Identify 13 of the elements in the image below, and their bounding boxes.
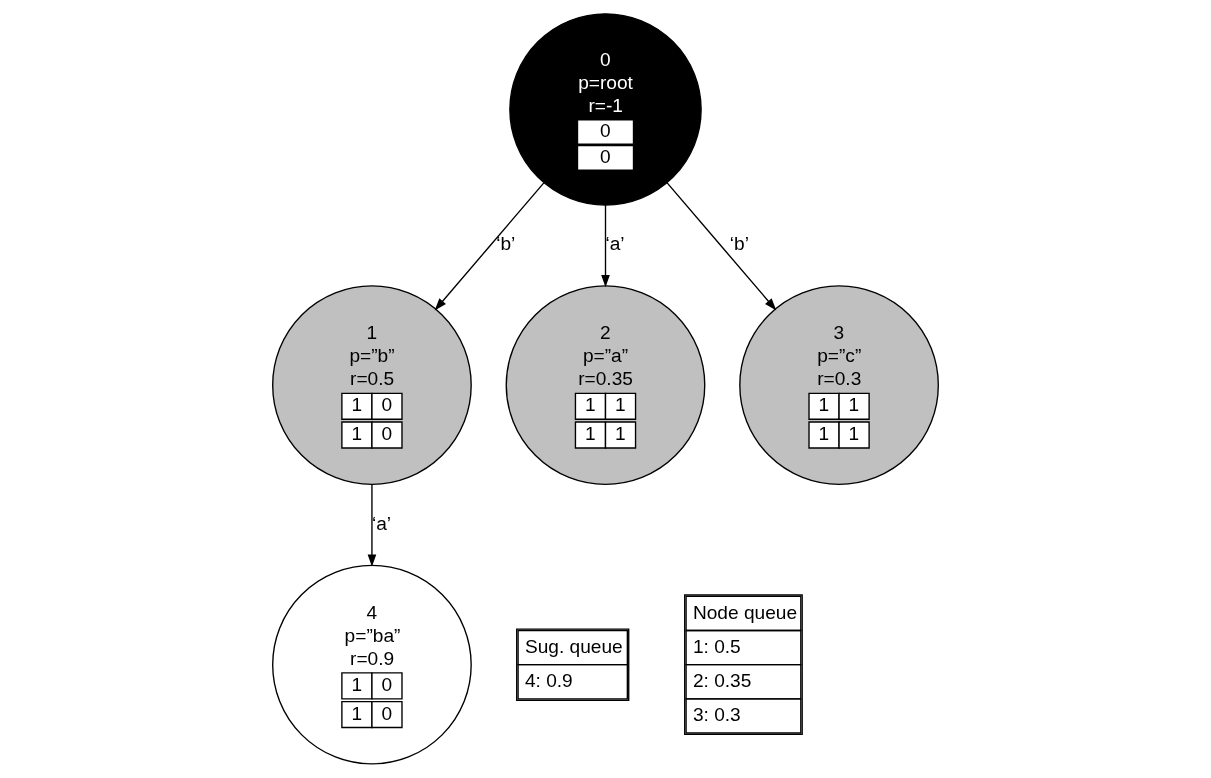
arrow <box>666 182 777 311</box>
arrow <box>601 204 610 288</box>
node-circle: 1 p=”b” r=0.5 1 0 1 0 <box>272 285 472 486</box>
node-circle: 4 p=”ba” r=0.9 1 0 1 0 <box>272 564 472 765</box>
node-circle: 2 p=”a” r=0.35 1 1 1 1 <box>505 285 706 486</box>
edge-label: ‘a’ <box>371 512 392 534</box>
arrow <box>367 484 377 567</box>
edge-label: ‘b’ <box>729 233 749 255</box>
arrow <box>434 182 545 311</box>
node-circle: 3 p=”c” r=0.3 1 1 1 1 <box>739 285 939 486</box>
edge-label: ‘b’ <box>496 233 516 255</box>
edge-label: ‘a’ <box>605 233 625 255</box>
node-circle: 0 p=root r=-1 0 0 <box>509 13 702 206</box>
